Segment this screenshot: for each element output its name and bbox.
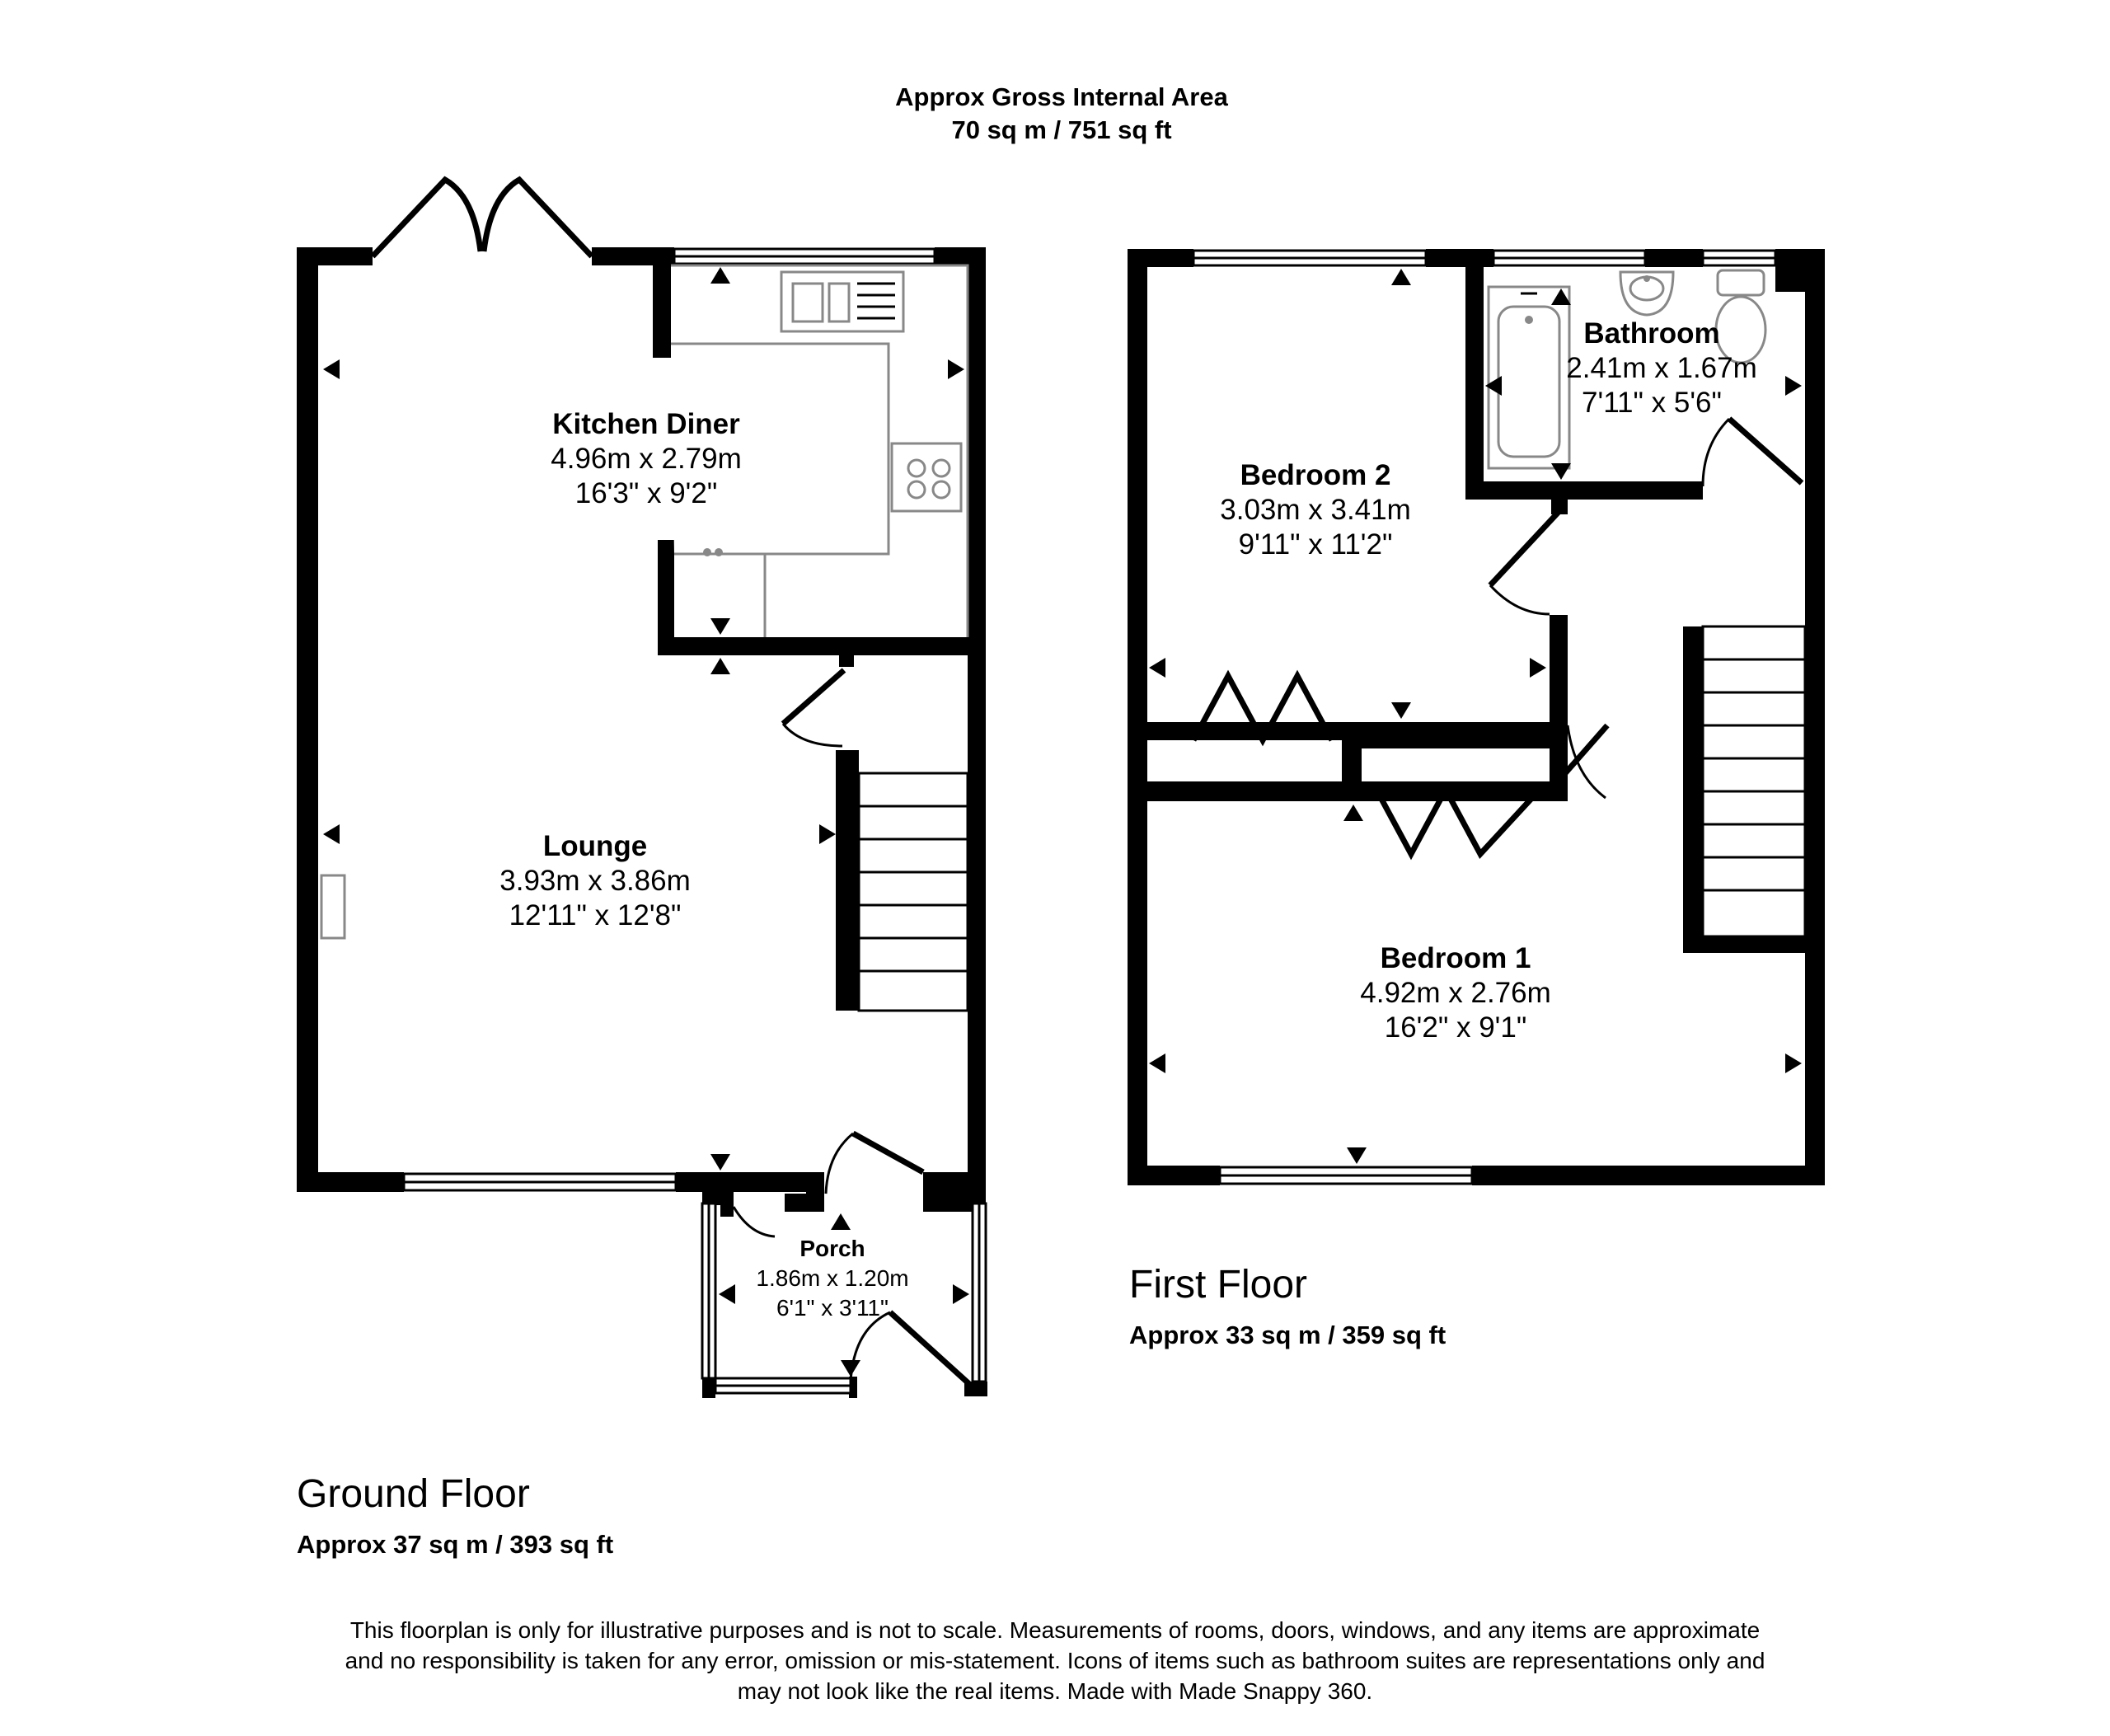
room-label-porch: Porch 1.86m x 1.20m 6'1" x 3'11" bbox=[756, 1236, 908, 1321]
gf-wall-left bbox=[297, 247, 318, 1192]
kitchen-wall-bottom bbox=[658, 637, 986, 655]
ff-wall-bottom-right bbox=[1472, 1166, 1825, 1185]
gf-wall-door-jamb bbox=[806, 1172, 824, 1212]
room-name: Kitchen Diner bbox=[552, 408, 740, 440]
gf-wall-bottom-mid bbox=[676, 1172, 824, 1192]
room-imperial: 6'1" x 3'11" bbox=[776, 1295, 889, 1321]
gf-wall-right bbox=[968, 247, 986, 1192]
porch-wall-mid bbox=[785, 1194, 806, 1212]
room-imperial: 7'11" x 5'6" bbox=[1582, 387, 1722, 419]
ff-stairs-wall-left bbox=[1683, 626, 1703, 953]
hall-wall-stub bbox=[839, 655, 854, 667]
sink-icon bbox=[780, 270, 905, 333]
ground-door-swing-icon bbox=[781, 668, 846, 748]
first-floor-area: Approx 33 sq m / 359 sq ft bbox=[1129, 1321, 1446, 1349]
stairs-wall-left bbox=[836, 750, 859, 1011]
bedroom2-door-swing-icon bbox=[1488, 509, 1562, 616]
ff-wall-left bbox=[1128, 249, 1147, 1185]
room-metric: 4.96m x 2.79m bbox=[551, 443, 742, 475]
toilet-icon bbox=[1714, 269, 1767, 364]
french-doors-icon bbox=[370, 176, 594, 259]
ff-wall-top-c bbox=[1645, 249, 1703, 267]
room-name: Bathroom bbox=[1583, 317, 1719, 350]
room-name: Bedroom 2 bbox=[1240, 459, 1391, 491]
fireplace-icon bbox=[320, 874, 346, 940]
kitchen-worktop bbox=[671, 264, 969, 637]
bedroom1-door-swing-icon bbox=[1545, 723, 1610, 800]
room-metric: 2.41m x 1.67m bbox=[1566, 352, 1757, 384]
porch-bottom-right bbox=[849, 1377, 857, 1398]
room-label-bedroom2: Bedroom 2 3.03m x 3.41m 9'11" x 11'2" bbox=[1220, 459, 1411, 561]
wardrobe-wall-inner bbox=[1342, 735, 1550, 748]
porch-bottom-left bbox=[702, 1377, 715, 1398]
gf-wall-bottom-left bbox=[297, 1172, 404, 1192]
bath-icon bbox=[1487, 285, 1571, 470]
room-imperial: 16'2" x 9'1" bbox=[1385, 1011, 1527, 1044]
landing-wall-vertical bbox=[1550, 615, 1568, 801]
ground-floor-area: Approx 37 sq m / 393 sq ft bbox=[297, 1530, 613, 1559]
gf-wall-top-left bbox=[297, 247, 373, 265]
disclaimer-line-1: This floorplan is only for illustrative … bbox=[350, 1617, 1760, 1643]
room-metric: 3.03m x 3.41m bbox=[1220, 494, 1411, 526]
ff-stairs-wall-bottom bbox=[1683, 936, 1825, 953]
ff-staircase-icon bbox=[1701, 625, 1807, 938]
hob-icon bbox=[890, 442, 963, 513]
dimension-arrow-icon bbox=[323, 267, 1802, 1377]
gross-area-value: 70 sq m / 751 sq ft bbox=[951, 115, 1171, 144]
room-metric: 3.93m x 3.86m bbox=[499, 865, 691, 897]
room-metric: 1.86m x 1.20m bbox=[756, 1265, 908, 1291]
bathroom-door-swing-icon bbox=[1701, 416, 1804, 487]
bathroom-wall-post bbox=[1551, 495, 1568, 514]
gross-area-title: Approx Gross Internal Area bbox=[895, 82, 1228, 111]
room-name: Lounge bbox=[543, 830, 647, 862]
ff-wall-top-a bbox=[1128, 249, 1193, 267]
basin-icon bbox=[1619, 270, 1675, 317]
room-imperial: 12'11" x 12'8" bbox=[509, 899, 682, 931]
ff-wall-right bbox=[1805, 249, 1825, 1185]
first-floor-title: First Floor bbox=[1129, 1263, 1307, 1307]
kitchen-wall-lower-left bbox=[658, 540, 674, 655]
disclaimer-line-2: and no responsibility is taken for any e… bbox=[345, 1648, 1765, 1673]
porch-wall-post bbox=[720, 1199, 734, 1217]
room-imperial: 16'3" x 9'2" bbox=[575, 477, 718, 509]
bathroom-wall-left bbox=[1465, 256, 1484, 500]
gf-staircase-icon bbox=[857, 772, 969, 1012]
room-metric: 4.92m x 2.76m bbox=[1360, 977, 1551, 1009]
room-label-bedroom1: Bedroom 1 4.92m x 2.76m 16'2" x 9'1" bbox=[1360, 942, 1551, 1044]
room-imperial: 9'11" x 11'2" bbox=[1239, 528, 1393, 561]
disclaimer-line-3: may not look like the real items. Made w… bbox=[738, 1678, 1372, 1704]
room-label-bathroom: Bathroom 2.41m x 1.67m 7'11" x 5'6" bbox=[1566, 317, 1757, 419]
room-label-lounge: Lounge 3.93m x 3.86m 12'11" x 12'8" bbox=[499, 830, 691, 931]
first-floor-plan bbox=[1128, 249, 1825, 1185]
ff-wall-bottom-left bbox=[1128, 1166, 1220, 1185]
wardrobe-wall-divider bbox=[1342, 722, 1362, 801]
ground-floor-plan bbox=[297, 176, 987, 1398]
room-name: Porch bbox=[799, 1236, 865, 1261]
room-label-kitchen: Kitchen Diner 4.96m x 2.79m 16'3" x 9'2" bbox=[551, 408, 742, 509]
room-name: Bedroom 1 bbox=[1381, 942, 1531, 974]
kitchen-wall-stub bbox=[653, 256, 671, 358]
ground-floor-title: Ground Floor bbox=[297, 1472, 530, 1516]
bedroom2-wardrobe-doors-icon bbox=[1190, 669, 1542, 861]
bathroom-wall-bottom bbox=[1465, 481, 1703, 500]
front-door-icon bbox=[824, 1130, 925, 1194]
